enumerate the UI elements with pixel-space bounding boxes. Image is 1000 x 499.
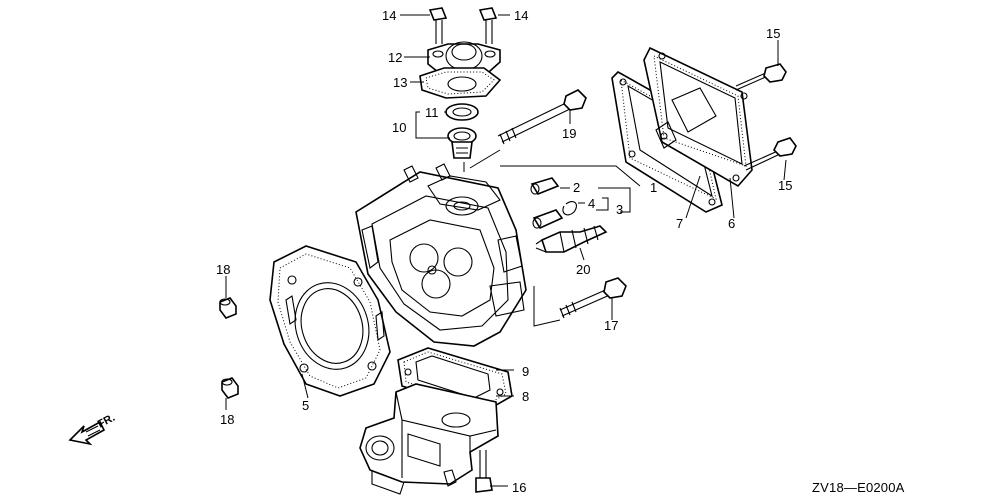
dowel-pin-2 (530, 177, 560, 195)
front-direction-arrow: FR. (68, 412, 117, 446)
cylinder-head-gasket (269, 245, 391, 397)
thermostat (447, 127, 477, 159)
callout-14-left: 14 (382, 8, 396, 23)
head-cover-bolt-upper (735, 63, 787, 91)
callout-6: 6 (728, 216, 735, 231)
callout-14-right: 14 (514, 8, 528, 23)
cylinder-head (355, 163, 527, 347)
callout-8: 8 (522, 389, 529, 404)
callout-20: 20 (576, 262, 590, 277)
dowel-pin-lower (221, 377, 239, 399)
front-direction-label: FR. (96, 412, 117, 431)
bolt-14-right (478, 7, 498, 44)
callout-19: 19 (562, 126, 576, 141)
leader-lines (225, 14, 787, 487)
long-bolt-19 (497, 89, 587, 145)
callout-13: 13 (393, 75, 407, 90)
manifold-block (359, 383, 499, 495)
callout-7: 7 (676, 216, 683, 231)
dowel-pin-upper (219, 297, 237, 319)
callout-9: 9 (522, 364, 529, 379)
callout-12: 12 (388, 50, 402, 65)
head-cover-bolt-lower (743, 137, 797, 171)
callout-16: 16 (512, 480, 526, 495)
head-cover (643, 46, 753, 188)
callout-3: 3 (616, 202, 623, 217)
callout-1: 1 (650, 180, 657, 195)
long-bolt-17 (559, 277, 627, 319)
callout-17: 17 (604, 318, 618, 333)
thermostat-gasket (419, 67, 502, 99)
o-ring-11 (445, 103, 479, 121)
callout-11: 11 (425, 105, 439, 120)
callout-18-upper: 18 (216, 262, 230, 277)
callout-4: 4 (588, 196, 595, 211)
callout-2: 2 (573, 180, 580, 195)
manifold-bolt (475, 450, 493, 493)
dowel-pin-3 (532, 209, 564, 230)
callout-15-lower: 15 (778, 178, 792, 193)
spark-plug (535, 225, 608, 253)
bolt-14-left (428, 7, 448, 44)
callout-10: 10 (392, 120, 406, 135)
diagram-code: ZV18—E0200A (812, 480, 905, 495)
callout-5: 5 (302, 398, 309, 413)
callout-18-lower: 18 (220, 412, 234, 427)
clip-4 (562, 201, 577, 216)
callout-15-upper: 15 (766, 26, 780, 41)
